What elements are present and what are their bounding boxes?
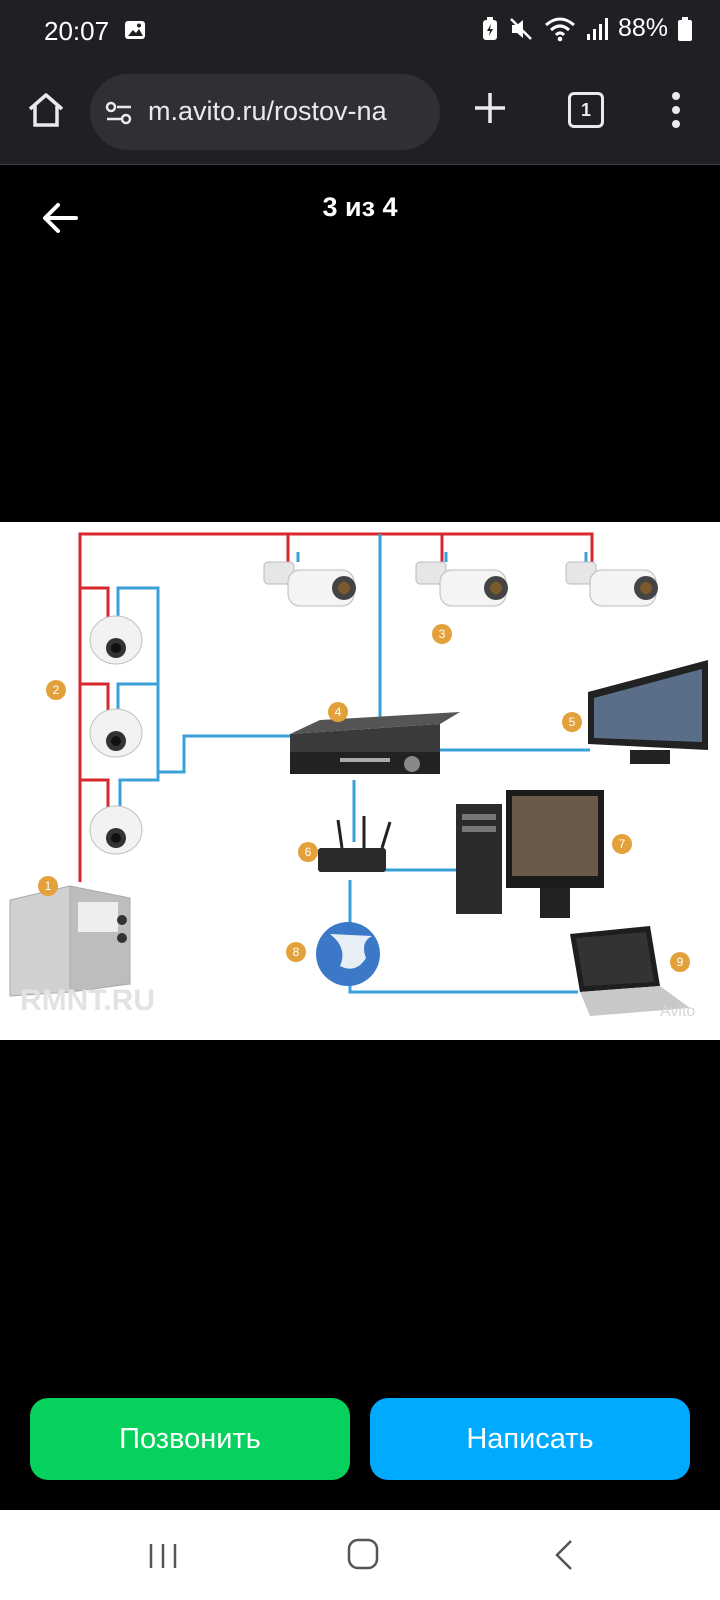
more-vert-icon[interactable] (664, 88, 688, 132)
badge-label: 3 (439, 627, 446, 641)
dome-camera (89, 615, 143, 665)
badge-label: 8 (293, 945, 300, 959)
arrow-left-icon[interactable] (38, 196, 82, 240)
power-supply-box (9, 885, 131, 997)
bullet-camera (415, 561, 508, 607)
gallery-image[interactable]: 1 2 3 4 5 6 7 8 9 RMNT.RU Avito (0, 522, 720, 1040)
badge-label: 1 (45, 879, 52, 893)
system-nav-bar (0, 1510, 720, 1600)
data-lines (116, 534, 590, 994)
dvr-recorder (290, 712, 460, 774)
plus-icon[interactable] (470, 88, 510, 128)
bullet-camera (263, 561, 356, 607)
browser-toolbar: m.avito.ru/rostov-na 1 (0, 64, 720, 165)
badge-label: 9 (677, 955, 684, 969)
globe (316, 922, 380, 986)
dome-camera (89, 708, 143, 758)
back-nav-icon[interactable] (552, 1538, 576, 1572)
gallery-icon (125, 21, 145, 39)
bullet-camera (565, 561, 658, 607)
home-icon[interactable] (24, 88, 68, 132)
monitor (588, 660, 708, 764)
battery-icon (678, 16, 692, 41)
status-bar: 20:07 88% (0, 0, 720, 64)
number-badges: 1 2 3 4 5 6 7 8 9 (38, 624, 690, 972)
site-settings-icon[interactable] (104, 98, 134, 128)
badge-label: 6 (305, 845, 312, 859)
battery-saver-icon (482, 16, 497, 40)
url-text[interactable]: m.avito.ru/rostov-na (148, 96, 387, 126)
watermark-rmnt: RMNT.RU (20, 984, 155, 1017)
router (318, 816, 392, 872)
laptop (570, 926, 690, 1016)
dome-camera (89, 805, 143, 855)
power-lines (78, 532, 594, 882)
home-nav-icon[interactable] (346, 1537, 380, 1571)
badge-label: 5 (569, 715, 576, 729)
badge-label: 4 (335, 705, 342, 719)
signal-icon (586, 17, 608, 40)
recent-apps-icon[interactable] (147, 1542, 179, 1570)
status-time: 20:07 (44, 16, 110, 46)
address-bar[interactable]: m.avito.ru/rostov-na (90, 74, 440, 150)
write-button[interactable]: Написать (370, 1398, 690, 1480)
badge-label: 2 (53, 683, 60, 697)
battery-percent: 88% (617, 14, 668, 42)
call-button[interactable]: Позвонить (30, 1398, 350, 1480)
watermark-avito: Avito (660, 1003, 695, 1020)
mute-icon (510, 17, 532, 40)
cctv-diagram: 1 2 3 4 5 6 7 8 9 RMNT.RU Avito (9, 532, 708, 1020)
status-icons: 88% (482, 14, 692, 43)
image-counter: 3 из 4 (322, 192, 398, 222)
badge-label: 7 (619, 837, 626, 851)
desktop-pc (456, 790, 604, 918)
wifi-icon (544, 17, 575, 41)
tabs-button[interactable]: 1 (568, 92, 604, 128)
